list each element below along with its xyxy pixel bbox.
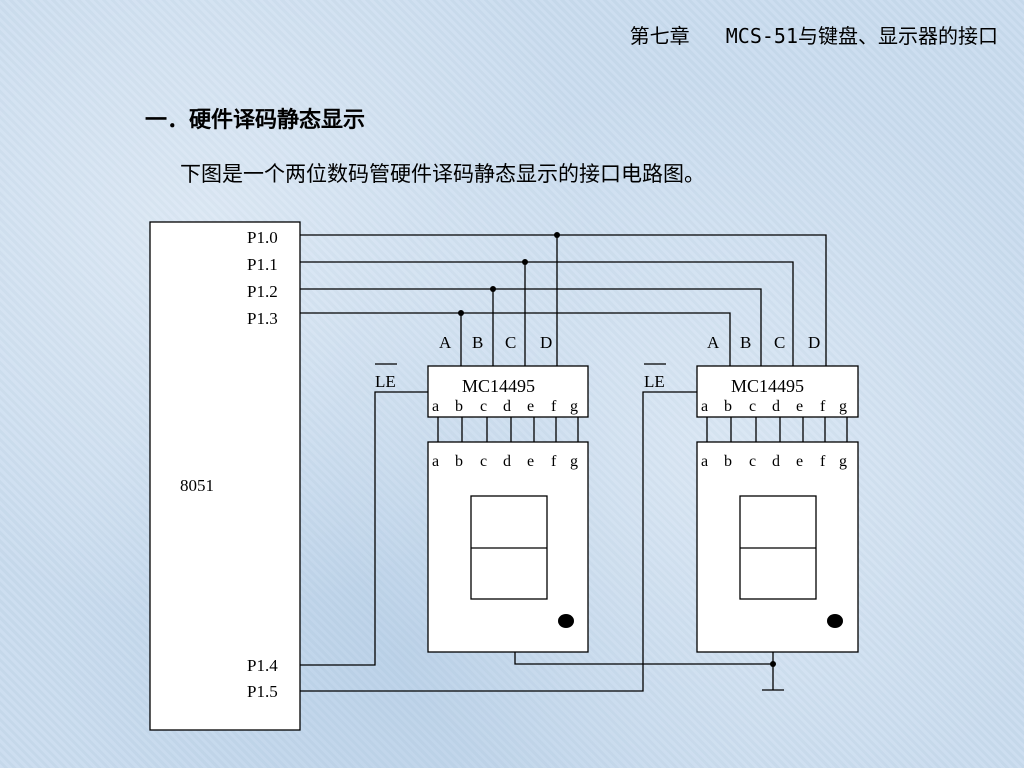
seg-label: g <box>839 398 847 415</box>
display-1-box <box>427 441 589 653</box>
digit-1-glyph <box>470 495 548 600</box>
seg-label: b <box>724 398 732 415</box>
input-label-c-1: C <box>505 333 516 352</box>
decoder-1-label: MC14495 <box>462 376 535 396</box>
seg-label: c <box>480 398 487 415</box>
pin-label-p10: P1.0 <box>247 228 278 247</box>
digit-2-glyph <box>739 495 817 600</box>
ground-wiring <box>514 652 784 691</box>
decoder-1-box <box>427 365 589 418</box>
seg-label: g <box>570 398 578 415</box>
seg-label: e <box>796 453 803 470</box>
decoder-2-outputs: a b c d e f g <box>701 398 847 415</box>
junction-dots <box>458 232 776 667</box>
seg-label: e <box>527 398 534 415</box>
seg-label: f <box>820 453 826 470</box>
seg-label: b <box>455 398 463 415</box>
segment-wires-2 <box>706 417 848 442</box>
input-label-d-2: D <box>808 333 820 352</box>
seg-label: c <box>749 398 756 415</box>
seg-label: d <box>772 453 780 470</box>
decoder-1-outputs: a b c d e f g <box>432 398 578 415</box>
data-bus-wires <box>300 234 827 366</box>
le-label-1: LE <box>375 372 396 391</box>
seg-label: d <box>503 398 511 415</box>
seg-label: c <box>749 453 756 470</box>
mcu-8051-box <box>149 221 301 731</box>
pin-label-p11: P1.1 <box>247 255 278 274</box>
decoder-2-label: MC14495 <box>731 376 804 396</box>
decimal-point-1 <box>558 614 574 628</box>
display-2-inputs: a b c d e f g <box>701 453 847 470</box>
section-heading: 一．硬件译码静态显示 <box>145 107 366 133</box>
seg-label: e <box>527 453 534 470</box>
decimal-point-2 <box>827 614 843 628</box>
mcu-label: 8051 <box>180 476 214 495</box>
intro-text: 下图是一个两位数码管硬件译码静态显示的接口电路图。 <box>180 162 705 186</box>
le-label-2: LE <box>644 372 665 391</box>
input-label-b-2: B <box>740 333 751 352</box>
pin-label-p12: P1.2 <box>247 282 278 301</box>
seg-label: f <box>551 398 557 415</box>
seg-label: a <box>701 398 708 415</box>
input-label-a-1: A <box>439 333 452 352</box>
input-label-c-2: C <box>774 333 785 352</box>
seg-label: g <box>570 453 578 470</box>
seg-label: a <box>701 453 708 470</box>
seg-label: a <box>432 453 439 470</box>
display-1-inputs: a b c d e f g <box>432 453 578 470</box>
decoder-2-box <box>696 365 859 418</box>
chapter-header: 第七章 MCS-51与键盘、显示器的接口 <box>629 24 998 48</box>
seg-label: e <box>796 398 803 415</box>
seg-label: a <box>432 398 439 415</box>
seg-label: d <box>503 453 511 470</box>
seg-label: b <box>455 453 463 470</box>
seg-label: g <box>839 453 847 470</box>
le-wire-1 <box>300 391 428 666</box>
seg-label: d <box>772 398 780 415</box>
input-label-a-2: A <box>707 333 720 352</box>
le-wire-2 <box>300 391 697 692</box>
pin-label-p14: P1.4 <box>247 656 278 675</box>
seg-label: f <box>820 398 826 415</box>
seg-label: f <box>551 453 557 470</box>
seg-label: c <box>480 453 487 470</box>
input-label-b-1: B <box>472 333 483 352</box>
segment-wires-1 <box>437 417 579 442</box>
seg-label: b <box>724 453 732 470</box>
pin-label-p15: P1.5 <box>247 682 278 701</box>
pin-label-p13: P1.3 <box>247 309 278 328</box>
input-label-d-1: D <box>540 333 552 352</box>
